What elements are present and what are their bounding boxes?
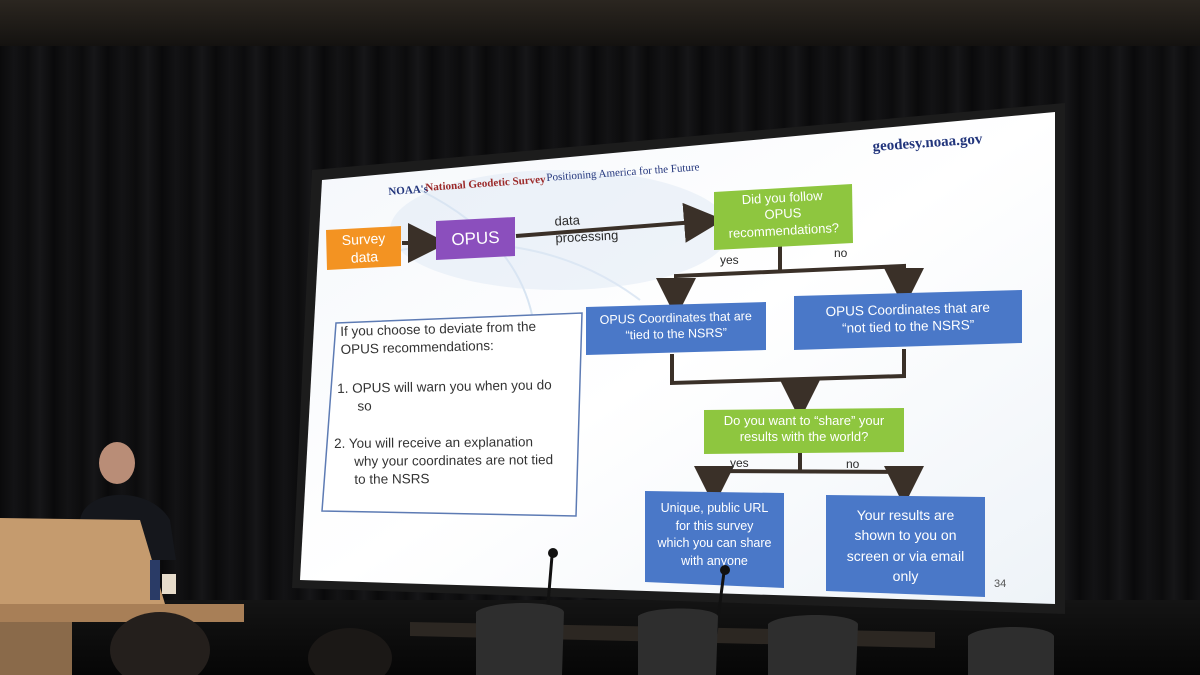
yes-label-2: yes: [730, 456, 749, 470]
audience-head-2: [308, 628, 392, 675]
question2-box: [704, 408, 904, 454]
note-box: [321, 312, 583, 517]
no-label-2: no: [846, 457, 860, 471]
survey-data-box: [326, 226, 401, 270]
question1-box: [714, 184, 853, 250]
podium: [0, 518, 165, 606]
cup: [162, 574, 176, 594]
opus-box: [436, 217, 515, 260]
ceiling: [0, 0, 1200, 46]
presenter-head: [99, 442, 135, 484]
water-bottle: [150, 560, 160, 600]
page-number: 34: [994, 578, 1007, 590]
chair-2: [638, 608, 718, 675]
no-label-1: no: [834, 246, 848, 260]
yes-label-1: yes: [720, 253, 739, 267]
chair-4: [968, 627, 1054, 675]
arrow-opus-question: [515, 202, 724, 243]
podium-shelf: [0, 604, 244, 622]
audience-head-1: [110, 612, 210, 675]
slide-logo-swirl: [390, 170, 730, 290]
chair-3: [768, 615, 858, 675]
public-url-box: [645, 491, 784, 588]
tied-box: [586, 302, 766, 355]
private-results-box: [826, 495, 985, 597]
chair-1: [476, 603, 564, 675]
merge-connector: [670, 349, 906, 386]
not-tied-box: [794, 290, 1022, 350]
